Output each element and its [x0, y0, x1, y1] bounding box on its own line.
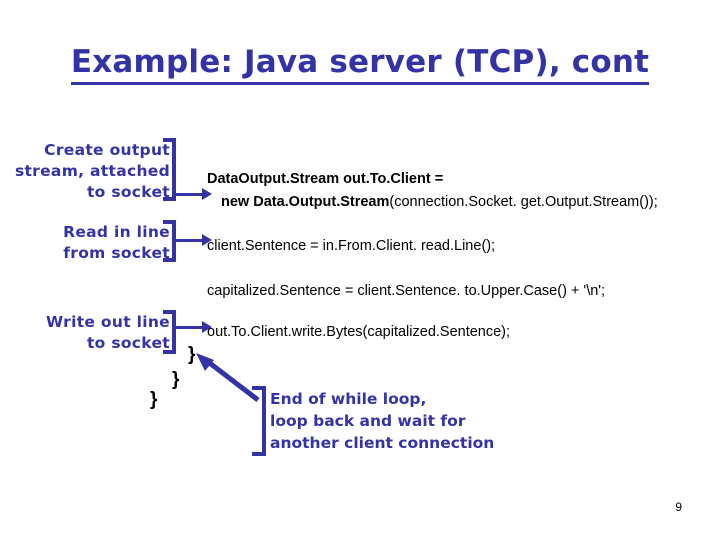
bracket-spine — [172, 220, 176, 262]
code-text-bold: new Data.Output.Stream — [221, 194, 390, 210]
bracket-arm-top — [163, 220, 176, 224]
bracket-connector-write-out-line — [163, 310, 212, 354]
annotation-line: loop back and wait for — [270, 412, 466, 430]
annotation-line: stream, attached — [14, 162, 170, 180]
bracket-arm-bottom — [163, 197, 176, 201]
bracket-arm-top — [163, 310, 176, 314]
code-line-capitalize: capitalized.Sentence = client.Sentence. … — [207, 281, 605, 302]
code-line-new-output-stream: new Data.Output.Stream(connection.Socket… — [221, 192, 658, 213]
code-text-regular: (connection.Socket. get.Output.Stream())… — [389, 194, 658, 210]
arrow-head-icon — [202, 188, 212, 200]
annotation-line: to socket — [86, 334, 170, 352]
code-line-declare-output-stream: DataOutput.Stream out.To.Client = — [207, 169, 443, 190]
annotation-line: End of while loop, — [270, 390, 427, 408]
page-title: Example: Java server (TCP), cont — [0, 44, 720, 85]
page-title-text: Example: Java server (TCP), cont — [70, 44, 650, 85]
bracket-spine — [172, 310, 176, 354]
bracket-connector-read-in-line — [163, 220, 212, 262]
arrow-head-icon — [202, 321, 212, 333]
bracket-arm-bottom — [252, 452, 266, 456]
annotation-write-out-line: Write out line to socket — [10, 312, 170, 354]
bracket-spine — [172, 138, 176, 201]
bracket-connector-create-output-stream — [163, 138, 212, 201]
bracket-arm-top — [163, 138, 176, 142]
code-text: client.Sentence = in.From.Client. read.L… — [207, 238, 496, 254]
bracket-arm-bottom — [163, 350, 176, 354]
code-text: out.To.Client.write.Bytes(capitalized.Se… — [207, 324, 511, 340]
code-line-write-bytes: out.To.Client.write.Bytes(capitalized.Se… — [207, 322, 510, 343]
annotation-line: another client connection — [270, 434, 495, 452]
bracket-arm-top — [252, 386, 266, 390]
code-closing-brace-1: } — [188, 344, 196, 365]
code-closing-brace-3: } — [150, 389, 158, 410]
annotation-line: to socket — [86, 183, 170, 201]
annotation-line: from socket — [63, 244, 170, 262]
annotation-line: Read in line — [63, 223, 170, 241]
code-text: capitalized.Sentence = client.Sentence. … — [207, 283, 606, 299]
arrow-shaft — [176, 326, 202, 329]
code-closing-brace-2: } — [172, 369, 180, 390]
annotation-create-output-stream: Create output stream, attached to socket — [10, 140, 170, 203]
arrow-shaft — [176, 239, 202, 242]
annotation-loop-note: End of while loop, loop back and wait fo… — [270, 388, 494, 454]
code-line-read-line: client.Sentence = in.From.Client. read.L… — [207, 236, 495, 257]
page-number: 9 — [675, 500, 682, 514]
loop-callout-arrow-icon — [196, 353, 260, 402]
bracket-spine — [262, 386, 266, 456]
bracket-connector-loop-note — [252, 386, 266, 456]
code-text: DataOutput.Stream out.To.Client = — [207, 171, 444, 187]
annotation-line: Write out line — [46, 313, 170, 331]
arrow-head-icon — [202, 234, 212, 246]
arrow-shaft — [176, 193, 202, 196]
annotation-read-in-line: Read in line from socket — [10, 222, 170, 264]
bracket-arm-bottom — [163, 258, 176, 262]
annotation-line: Create output — [44, 141, 170, 159]
